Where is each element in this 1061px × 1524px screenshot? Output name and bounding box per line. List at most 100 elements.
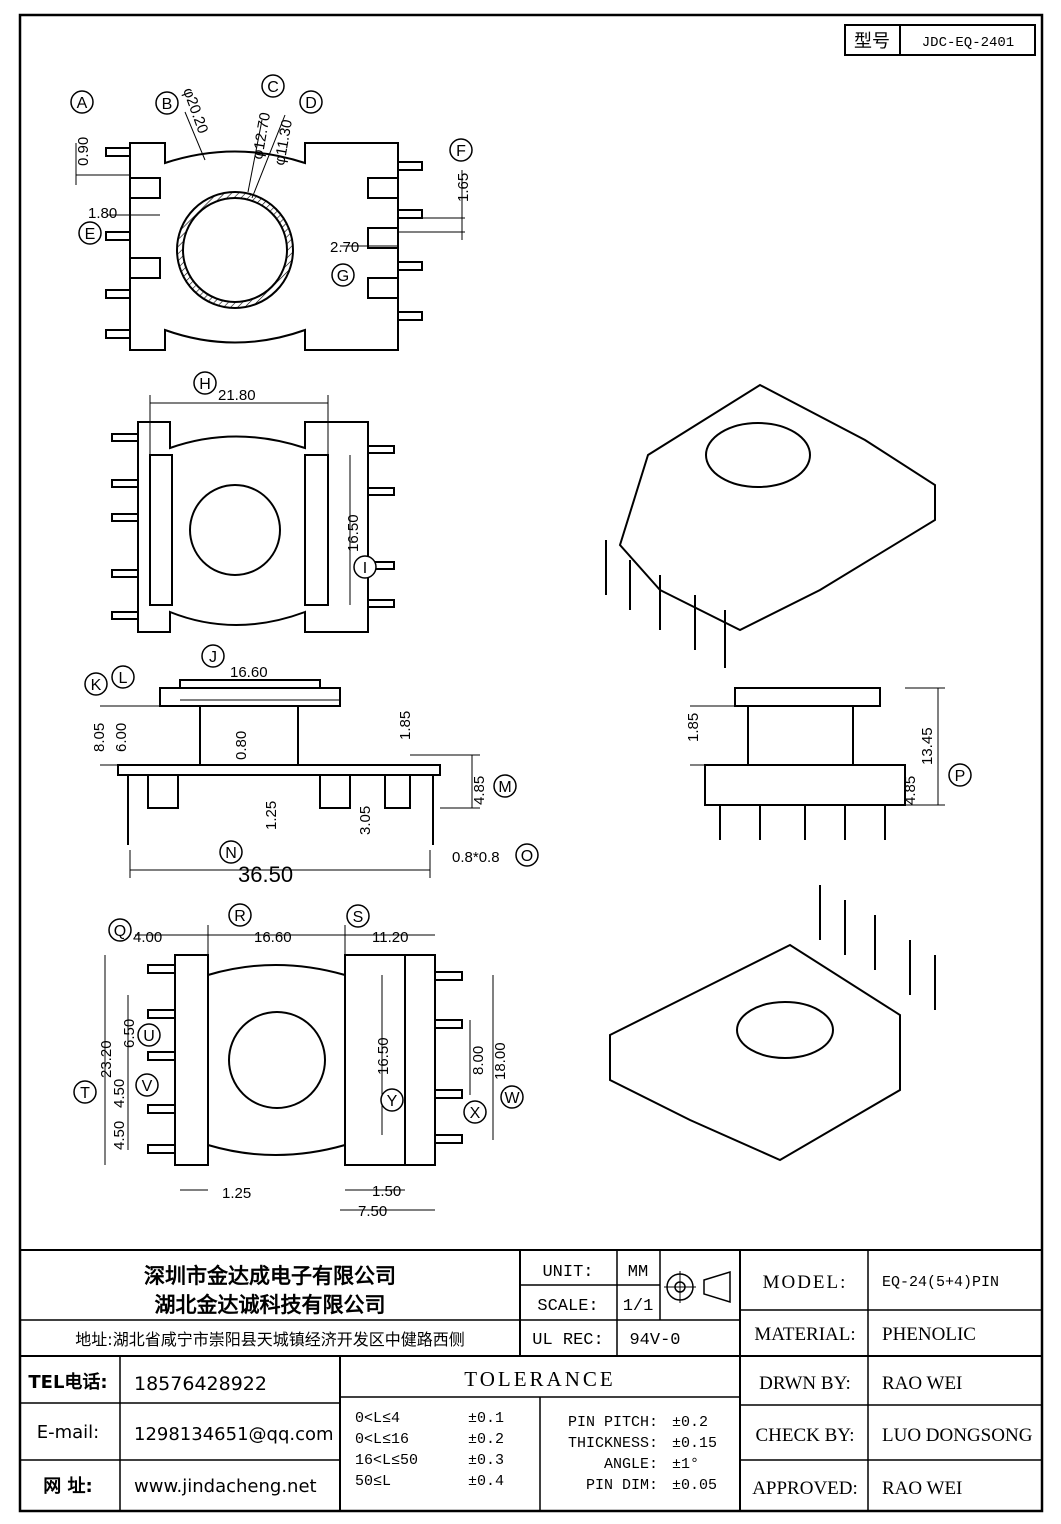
svg-text:C: C — [267, 79, 279, 96]
approved-value: RAO WEI — [882, 1478, 962, 1499]
pin-tolerance-value: ±0.05 — [672, 1477, 717, 1494]
svg-text:P: P — [955, 768, 966, 785]
dim-11.20: 11.20 — [372, 929, 408, 946]
callout-y: Y — [380, 1088, 404, 1112]
callout-f: F — [449, 138, 473, 162]
ulrec-label: UL REC: — [532, 1331, 603, 1350]
dim-16.60-side: 16.60 — [230, 664, 268, 681]
company-name-2: 湖北金达诚科技有限公司 — [155, 1293, 386, 1317]
dim-0.8x0.8: 0.8*0.8 — [452, 849, 500, 866]
callout-h: H — [193, 371, 217, 395]
dim-1.50: 1.50 — [372, 1183, 401, 1200]
svg-text:S: S — [353, 909, 364, 926]
callout-j: J — [201, 644, 225, 668]
view-side — [100, 679, 480, 878]
web-label: 网 址: — [43, 1476, 92, 1497]
dim-7.50: 7.50 — [358, 1203, 387, 1220]
callout-i: I — [353, 555, 377, 579]
title-block — [20, 1249, 1042, 1511]
svg-text:A: A — [77, 95, 88, 112]
svg-text:Y: Y — [387, 1093, 398, 1110]
view-side-right — [690, 687, 945, 840]
material-label: MATERIAL: — [754, 1324, 855, 1345]
callout-x: X — [463, 1100, 487, 1124]
tolerance-value: ±0.2 — [468, 1431, 504, 1448]
callout-n: N — [219, 840, 243, 864]
company-name-1: 深圳市金达成电子有限公司 — [144, 1264, 396, 1288]
dim-phi20.20: φ20.20 — [179, 86, 211, 136]
isometric-view-bottom — [609, 885, 936, 1162]
dim-4.00: 4.00 — [133, 929, 162, 946]
dim-8.00: 8.00 — [470, 1046, 487, 1075]
pin-tolerance-label: THICKNESS: — [568, 1435, 658, 1452]
dim-3.05: 3.05 — [357, 806, 374, 835]
callout-k: K — [84, 672, 108, 696]
svg-text:F: F — [456, 143, 466, 160]
dim-13.45: 13.45 — [919, 727, 936, 765]
svg-text:U: U — [143, 1028, 155, 1045]
pin-tolerance-label: PIN DIM: — [586, 1477, 658, 1494]
callout-s: S — [346, 904, 370, 928]
model-box-label: 型号 — [854, 31, 890, 52]
ulrec-value: 94V-0 — [629, 1331, 680, 1350]
dim-16.50-plan: 16.50 — [345, 514, 362, 552]
callout-t: T — [73, 1080, 97, 1104]
email-value: 1298134651@qq.com — [134, 1424, 334, 1445]
dim-4.85-side: 4.85 — [471, 776, 488, 805]
tel-value: 18576428922 — [134, 1373, 267, 1395]
pin-tolerance-value: ±1° — [672, 1456, 699, 1473]
callout-g: G — [331, 263, 355, 287]
dim-1.65: 1.65 — [455, 173, 472, 202]
callout-a: A — [70, 90, 94, 114]
dim-1.25-side: 1.25 — [263, 801, 280, 830]
tolerance-table: 0<L≤4±0.10<L≤16±0.216<L≤50±0.350≤L±0.4 — [355, 1410, 504, 1490]
callout-w: W — [500, 1085, 524, 1109]
drwn-value: RAO WEI — [882, 1373, 962, 1394]
dim-18.00: 18.00 — [492, 1042, 509, 1080]
isometric-view-top — [605, 383, 936, 668]
model-label: MODEL: — [763, 1272, 848, 1293]
pin-tolerance-label: ANGLE: — [604, 1456, 658, 1473]
dim-2.70: 2.70 — [330, 239, 359, 256]
view-side-dimensions: 16.60 8.05 6.00 0.80 1.85 1.25 3.05 4.85… — [91, 664, 500, 887]
dim-1.80: 1.80 — [88, 205, 117, 222]
dim-6.00: 6.00 — [113, 723, 130, 752]
dim-phi12.70: φ12.70 — [249, 111, 274, 160]
svg-text:G: G — [337, 268, 349, 285]
dim-1.85-side: 1.85 — [397, 711, 414, 740]
callout-u: U — [137, 1023, 161, 1047]
scale-label: SCALE: — [537, 1297, 598, 1316]
tolerance-value: ±0.1 — [468, 1410, 504, 1427]
dim-0.80: 0.80 — [233, 731, 250, 760]
callout-d: D — [299, 90, 323, 114]
callout-l: L — [111, 665, 135, 689]
callout-r: R — [228, 903, 252, 927]
dim-8.05: 8.05 — [91, 723, 108, 752]
title-block-text: 深圳市金达成电子有限公司 湖北金达诚科技有限公司 地址:湖北省咸宁市崇阳县天城镇… — [28, 1263, 1032, 1499]
model-number-box: 型号 JDC-EQ-2401 — [844, 24, 1036, 56]
model-box-value: JDC-EQ-2401 — [922, 35, 1014, 51]
dim-36.50: 36.50 — [238, 862, 293, 887]
company-address: 地址:湖北省咸宁市崇阳县天城镇经济开发区中健路西侧 — [75, 1330, 464, 1349]
material-value: PHENOLIC — [882, 1324, 976, 1345]
svg-text:X: X — [470, 1105, 481, 1122]
view-top-outline — [75, 111, 465, 351]
check-label: CHECK BY: — [755, 1425, 854, 1446]
pin-tolerance-value: ±0.15 — [672, 1435, 717, 1452]
svg-text:O: O — [521, 848, 533, 865]
email-label: E-mail: — [37, 1422, 100, 1443]
tolerance-value: ±0.4 — [468, 1473, 504, 1490]
tolerance-range: 50≤L — [355, 1473, 391, 1490]
scale-value: 1/1 — [623, 1297, 654, 1316]
dim-6.50: 6.50 — [121, 1019, 138, 1048]
svg-text:B: B — [162, 96, 173, 113]
dim-21.80: 21.80 — [218, 387, 256, 404]
dim-23.20: 23.20 — [98, 1040, 115, 1078]
svg-text:I: I — [363, 560, 367, 577]
dim-4.50-a: 4.50 — [111, 1079, 128, 1108]
unit-label: UNIT: — [542, 1263, 593, 1282]
svg-text:E: E — [85, 226, 96, 243]
svg-text:R: R — [234, 908, 246, 925]
